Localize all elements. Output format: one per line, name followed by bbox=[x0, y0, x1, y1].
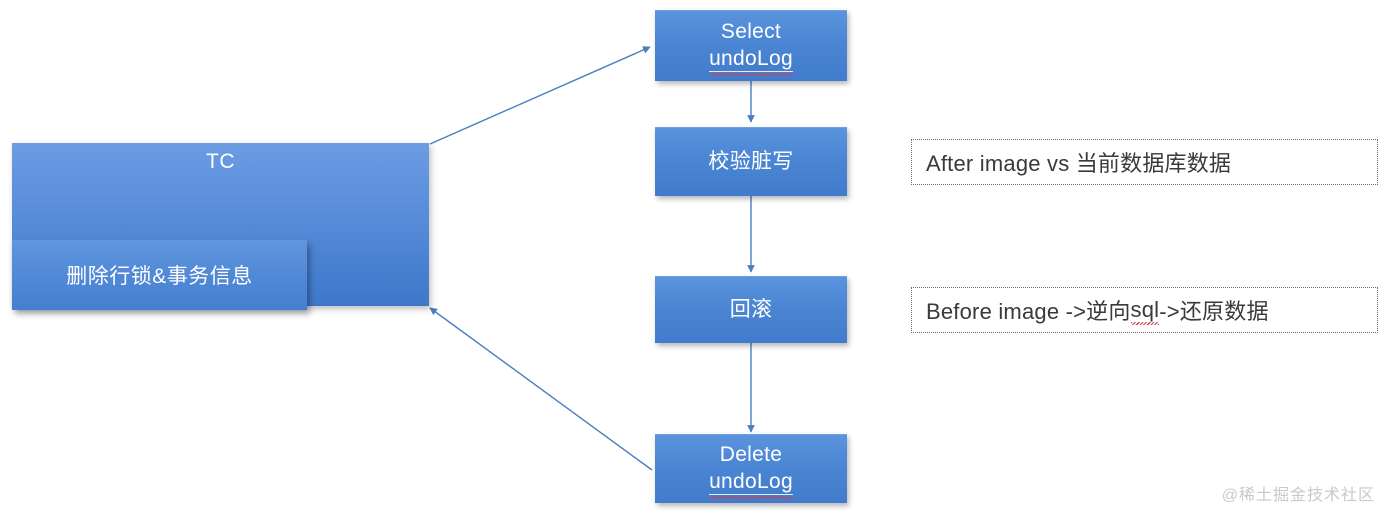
flow-line-2-misspelled: undoLog bbox=[709, 46, 793, 76]
flow-box-select-undolog[interactable]: Select undoLog bbox=[655, 10, 847, 81]
connector-tc-to-select bbox=[429, 46, 651, 145]
note-text-suffix: ->还原数据 bbox=[1159, 299, 1269, 324]
connector-delete-to-tc bbox=[429, 307, 653, 471]
flow-line-2-misspelled: undoLog bbox=[709, 469, 793, 499]
tc-title: TC bbox=[206, 150, 235, 173]
note-text-prefix: Before image ->逆向 bbox=[926, 299, 1131, 324]
flow-box-delete-undolog[interactable]: Delete undoLog bbox=[655, 434, 847, 503]
tc-inner-box[interactable]: 删除行锁&事务信息 bbox=[12, 240, 307, 310]
note-text-misspelled: sql bbox=[1130, 297, 1160, 325]
flow-line-1: 校验脏写 bbox=[708, 149, 794, 173]
flow-box-label: 回滚 bbox=[655, 297, 847, 324]
flow-line-1: 回滚 bbox=[729, 297, 773, 321]
tc-inner-label: 删除行锁&事务信息 bbox=[66, 265, 253, 288]
flow-box-verify-dirty-write[interactable]: 校验脏写 bbox=[655, 127, 847, 196]
note-text-prefix: After image vs 当前数据库数据 bbox=[926, 151, 1232, 176]
flow-box-label: 校验脏写 bbox=[655, 149, 847, 176]
flow-box-label: Delete undoLog bbox=[655, 442, 847, 499]
note-after-image[interactable]: After image vs 当前数据库数据 bbox=[911, 139, 1378, 185]
watermark: @稀土掘金技术社区 bbox=[1221, 487, 1375, 504]
flow-line-1: Select bbox=[720, 20, 782, 44]
flow-box-rollback[interactable]: 回滚 bbox=[655, 276, 847, 343]
flow-line-1: Delete bbox=[719, 443, 783, 467]
flow-box-label: Select undoLog bbox=[655, 19, 847, 76]
